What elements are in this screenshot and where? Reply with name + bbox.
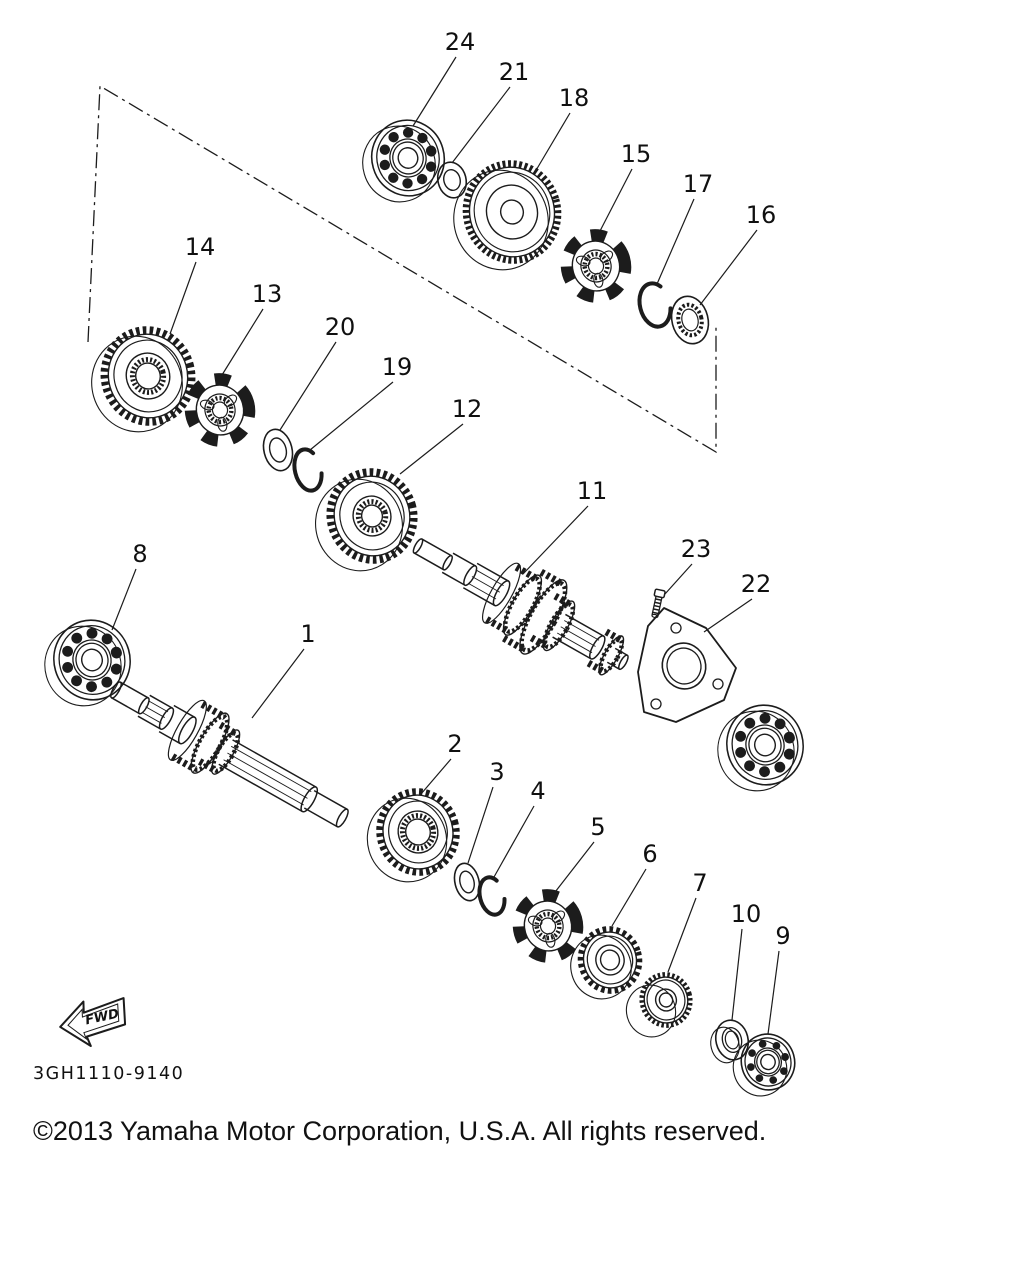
callout-10: 10 [731, 900, 762, 928]
part-19-circlip [292, 447, 324, 493]
leader-line-20 [279, 341, 337, 431]
leader-line-18 [534, 112, 571, 173]
part-2-gear [366, 788, 460, 883]
callout-7: 7 [692, 869, 707, 897]
callout-19: 19 [382, 353, 413, 381]
callout-14: 14 [185, 233, 216, 261]
leader-line-7 [667, 897, 697, 973]
callout-3: 3 [489, 758, 504, 786]
part-15-dog-gear [560, 229, 632, 303]
copyright-text: ©2013 Yamaha Motor Corporation, U.S.A. A… [33, 1116, 767, 1146]
part-14-gear [91, 326, 196, 433]
callout-6: 6 [642, 840, 657, 868]
leader-line-2 [420, 758, 452, 795]
fwd-label: FWD [84, 1007, 121, 1029]
part-22-bearing-plate [637, 607, 737, 723]
part-13-dog-gear [184, 373, 256, 447]
plate-ball-bearing [717, 704, 804, 792]
part-24-ball-bearing [362, 119, 446, 203]
part-10-collar [710, 1019, 750, 1064]
leader-line-21 [451, 86, 511, 164]
leader-line-23 [664, 563, 693, 595]
leader-line-11 [522, 505, 589, 575]
part-6-gear [570, 926, 643, 1000]
callout-20: 20 [325, 313, 356, 341]
part-1-main-axle [110, 681, 349, 828]
part-5-dog-gear [512, 889, 584, 963]
callout-2: 2 [447, 730, 462, 758]
leader-line-3 [467, 786, 494, 864]
leader-line-5 [551, 841, 595, 897]
callout-16: 16 [746, 201, 777, 229]
callout-5: 5 [590, 813, 605, 841]
part-code: 3GH1110-9140 [33, 1064, 185, 1084]
leader-line-24 [412, 56, 457, 127]
leader-line-6 [611, 868, 647, 927]
leader-line-1 [251, 648, 305, 719]
part-4-circlip [477, 875, 507, 917]
leader-line-14 [169, 261, 197, 335]
part-12-gear [314, 468, 418, 572]
callout-15: 15 [621, 140, 652, 168]
callout-22: 22 [741, 570, 772, 598]
part-3-washer [453, 862, 481, 902]
leader-line-4 [493, 805, 535, 878]
leader-line-8 [111, 568, 137, 631]
part-7-gear [625, 972, 693, 1038]
leader-line-12 [399, 423, 464, 475]
callout-8: 8 [132, 540, 147, 568]
callout-18: 18 [559, 84, 590, 112]
boundary-line [87, 84, 717, 454]
callout-4: 4 [530, 777, 545, 805]
callout-24: 24 [445, 28, 476, 56]
part-20-washer [262, 428, 294, 472]
part-16-splined-washer [670, 295, 710, 345]
leader-line-22 [703, 598, 753, 633]
part-8-ball-bearing [44, 619, 131, 707]
callout-17: 17 [683, 170, 714, 198]
callout-9: 9 [775, 922, 790, 950]
fwd-arrow: FWD [59, 997, 127, 1047]
part-11-drive-axle [412, 538, 629, 676]
callout-13: 13 [252, 280, 283, 308]
leader-line-10 [731, 928, 743, 1021]
leader-line-9 [767, 950, 780, 1035]
part-18-driven-gear [453, 160, 562, 271]
callout-1: 1 [300, 620, 315, 648]
part-17-circlip [637, 281, 673, 329]
leader-line-13 [221, 308, 264, 376]
callout-21: 21 [499, 58, 530, 86]
part-9-ball-bearing [732, 1033, 796, 1097]
leader-line-19 [309, 381, 394, 451]
part-21-washer [436, 161, 468, 199]
callout-11: 11 [577, 477, 608, 505]
leader-line-16 [699, 229, 758, 306]
leader-line-15 [599, 168, 633, 232]
callout-23: 23 [681, 535, 712, 563]
callout-12: 12 [452, 395, 483, 423]
leader-line-17 [656, 198, 695, 285]
